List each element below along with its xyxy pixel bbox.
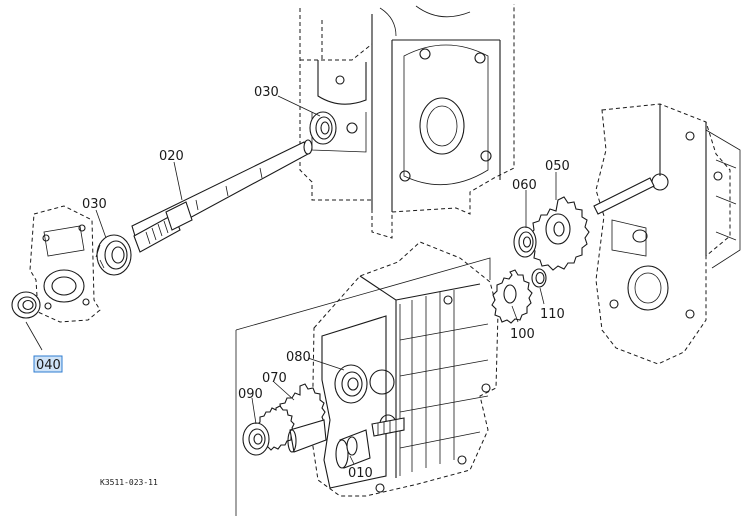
- part-030-bearing-upper[interactable]: [309, 111, 337, 145]
- label-100[interactable]: 100: [510, 327, 535, 342]
- label-030-lower[interactable]: 030: [82, 197, 107, 212]
- part-080-bearing[interactable]: [334, 364, 368, 404]
- part-040-oil-seal[interactable]: [11, 291, 41, 319]
- drawing-reference: K3511-023-11: [100, 478, 158, 487]
- label-070[interactable]: 070: [262, 371, 287, 386]
- label-010[interactable]: 010: [348, 466, 373, 481]
- part-060-bearing[interactable]: [513, 226, 537, 258]
- lower-transmission-case: [235, 241, 499, 516]
- label-030-upper[interactable]: 030: [254, 85, 279, 100]
- part-090-bearing[interactable]: [242, 422, 270, 456]
- label-090[interactable]: 090: [238, 387, 263, 402]
- label-020[interactable]: 020: [159, 149, 184, 164]
- left-cover-plate: [29, 205, 101, 323]
- part-100-gear[interactable]: [491, 269, 533, 324]
- label-060[interactable]: 060: [512, 178, 537, 193]
- label-040[interactable]: 040: [36, 358, 61, 373]
- right-transmission-case: [593, 103, 741, 365]
- upper-transmission-case: [299, 4, 515, 239]
- leader-lines: [25, 95, 557, 465]
- part-020-shaft[interactable]: [131, 139, 313, 253]
- part-010-shaft[interactable]: [346, 436, 358, 456]
- part-050-gear[interactable]: [529, 196, 590, 271]
- label-040-highlight: [33, 355, 63, 373]
- label-050[interactable]: 050: [545, 159, 570, 174]
- label-110[interactable]: 110: [540, 307, 565, 322]
- part-030-bearing-lower[interactable]: [95, 234, 132, 276]
- part-labels: 030 020 030 040 050 060 080 070 090 100 …: [33, 85, 570, 481]
- part-110-snap-ring[interactable]: [531, 268, 547, 288]
- label-080[interactable]: 080: [286, 350, 311, 365]
